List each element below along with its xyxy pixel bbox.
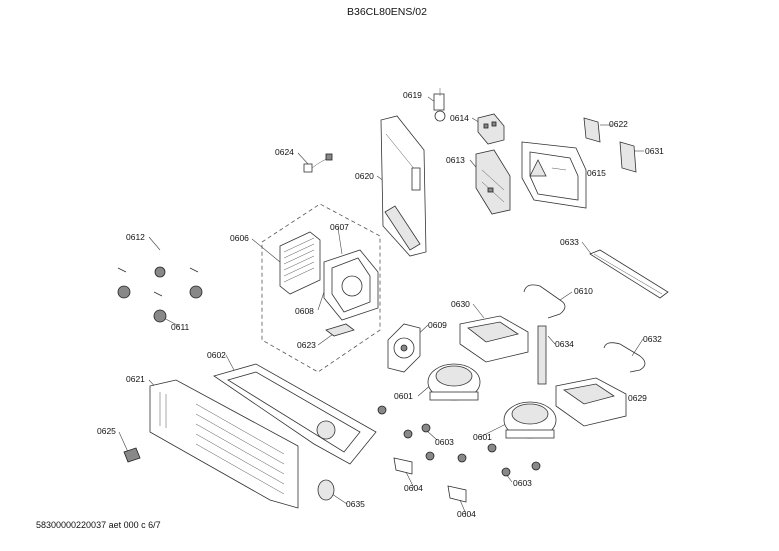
callout-0630: 0630 [451,299,470,309]
thermostat-0619 [433,88,446,122]
callout-0604-b: 0604 [457,509,476,519]
callout-0603-b: 0603 [513,478,532,488]
drip-tray-0629 [555,377,627,427]
callout-0601-a: 0601 [394,391,413,401]
rail-0633 [589,249,669,299]
callout-0612: 0612 [126,232,145,242]
cover-0631 [619,141,637,173]
callout-0615: 0615 [587,168,606,178]
callout-0631: 0631 [645,146,664,156]
callout-0620: 0620 [355,171,374,181]
control-module-0614 [477,113,505,145]
callout-0621: 0621 [126,374,145,384]
document-reference: 58300000220037 aet 000 c 6/7 [36,520,161,530]
clip-0625 [123,447,141,463]
callout-0625: 0625 [97,426,116,436]
callout-0610: 0610 [574,286,593,296]
evaporator-group-outline [261,203,381,373]
bracket-0604-b [447,485,467,503]
callout-0604-a: 0604 [404,483,423,493]
bracket-0604-a [393,457,413,475]
connector-0624 [303,153,333,173]
circuit-board-0613 [475,149,511,215]
callout-0608: 0608 [295,306,314,316]
callout-0635: 0635 [346,499,365,509]
fan-0609 [387,323,421,373]
callout-0624: 0624 [275,147,294,157]
heater-0632 [603,342,646,373]
cap-0635 [317,479,335,501]
callout-0609: 0609 [428,320,447,330]
louvered-panel-0621 [149,379,299,509]
heater-0610 [523,284,566,319]
base-plate-0602 [213,363,377,465]
callout-0622: 0622 [609,119,628,129]
callout-0611: 0611 [171,322,190,332]
panel-0615 [521,141,587,209]
compressor-0601-a [427,363,481,401]
fan-housing-0607 [323,249,379,321]
drip-tray-0630 [459,315,529,363]
bracket-0623 [325,323,355,337]
callout-0601-b: 0601 [473,432,492,442]
callout-0603-a: 0603 [435,437,454,447]
callout-0613: 0613 [446,155,465,165]
model-number: B36CL80ENS/02 [347,6,427,18]
drain-tube-0634 [537,325,547,385]
callout-0607: 0607 [330,222,349,232]
back-panel-0620 [380,115,427,257]
callout-0634: 0634 [555,339,574,349]
callout-0632: 0632 [643,334,662,344]
compressor-0601-b [503,401,557,439]
hardware-0612 [117,266,203,323]
callout-0619: 0619 [403,90,422,100]
cover-0622 [583,117,601,143]
grommets-0603 [377,405,541,477]
callout-0614: 0614 [450,113,469,123]
callout-0629: 0629 [628,393,647,403]
callout-0606: 0606 [230,233,249,243]
callout-0623: 0623 [297,340,316,350]
callout-0602: 0602 [207,350,226,360]
callout-0633: 0633 [560,237,579,247]
evaporator-0606 [279,231,321,295]
